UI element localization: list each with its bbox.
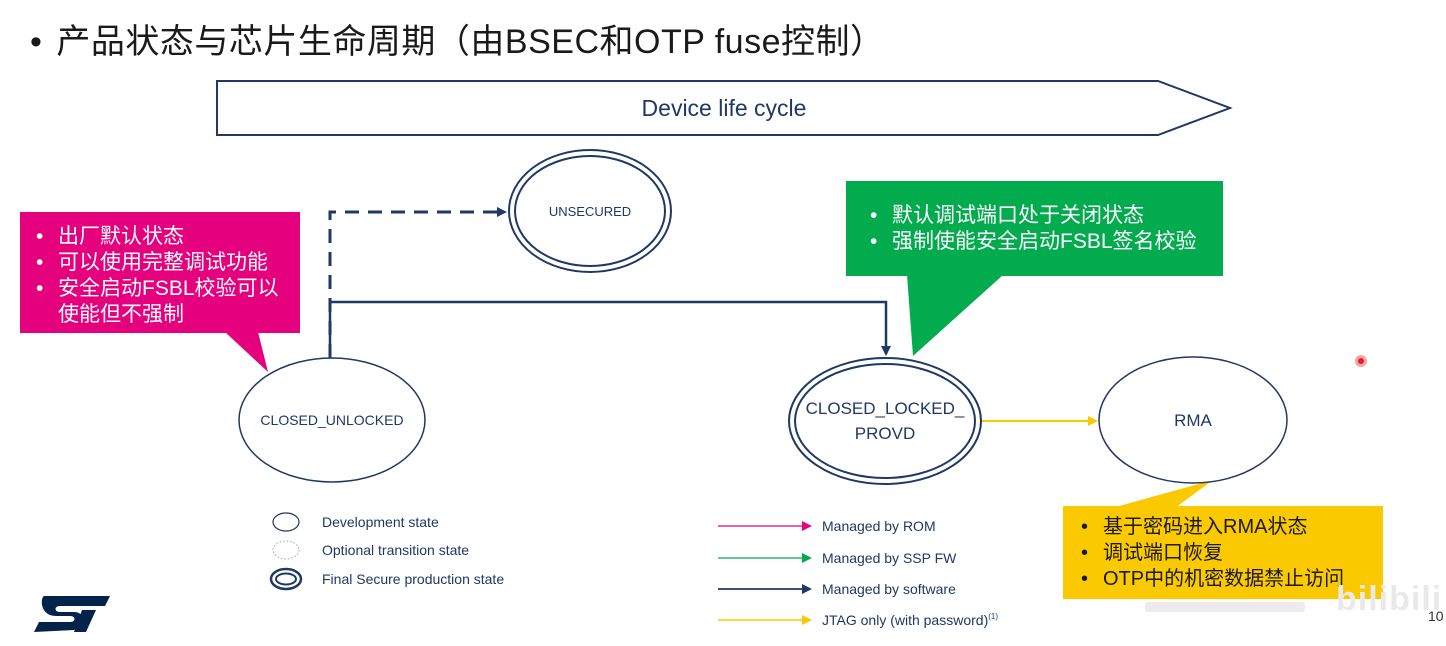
legend-arrow-label: JTAG only (with password)(1)	[822, 612, 998, 628]
legend-arrows: Managed by ROM Managed by SSP FW Managed…	[718, 518, 998, 628]
callout-rma: 基于密码进入RMA状态 调试端口恢复 OTP中的机密数据禁止访问	[1063, 506, 1383, 599]
legend-double-ellipse-icon	[269, 567, 303, 591]
callout-closed-unlocked: 出厂默认状态 可以使用完整调试功能 安全启动FSBL校验可以使能但不强制	[20, 212, 300, 333]
legend-arrow-jtag-sup: (1)	[988, 612, 998, 621]
callout-bullet: 调试端口恢复	[1071, 540, 1375, 566]
bilibili-watermark: bilibili	[1336, 580, 1443, 618]
callout-bullet: 出厂默认状态	[26, 224, 290, 250]
state-closed-locked-label-line2: PROVD	[855, 424, 915, 443]
title-text: 产品状态与芯片生命周期（由BSEC和OTP fuse控制）	[56, 23, 885, 61]
pink-callout-tail	[225, 332, 268, 372]
watermark-strip	[1145, 602, 1305, 612]
recording-dot-icon	[1355, 355, 1367, 367]
legend-single-ellipse-icon	[272, 512, 300, 532]
legend-state-label: Optional transition state	[322, 542, 469, 558]
slide-title: • 产品状态与芯片生命周期（由BSEC和OTP fuse控制）	[30, 14, 884, 63]
life-cycle-banner-arrow	[216, 80, 1233, 136]
callout-closed-locked: 默认调试端口处于关闭状态 强制使能安全启动FSBL签名校验	[846, 181, 1223, 276]
state-rma: RMA	[1098, 356, 1288, 484]
st-logo-icon	[34, 596, 110, 632]
legend-arrow-jtag-text: JTAG only (with password)	[822, 612, 988, 628]
state-unsecured-label: UNSECURED	[549, 204, 631, 219]
state-closed-locked-label-line1: CLOSED_LOCKED_	[806, 399, 965, 418]
state-unsecured: UNSECURED	[508, 149, 672, 273]
callout-bullet: 默认调试端口处于关闭状态	[860, 203, 1213, 229]
state-closed-unlocked: CLOSED_UNLOCKED	[238, 357, 426, 483]
callout-bullet: 基于密码进入RMA状态	[1071, 514, 1375, 540]
legend-arrow-label: Managed by SSP FW	[822, 550, 957, 566]
legend-dotted-ellipse-icon	[272, 540, 300, 560]
legend-states: Development state Optional transition st…	[269, 512, 504, 591]
legend-state-label: Development state	[322, 514, 439, 530]
green-callout-tail	[907, 275, 1003, 356]
legend-arrow-label: Managed by ROM	[822, 518, 936, 534]
transition-to-closed-locked	[328, 300, 891, 358]
transition-dashed-to-unsecured	[328, 207, 507, 358]
yellow-callout-tail	[1112, 480, 1213, 508]
legend-arrow-label: Managed by software	[822, 581, 956, 597]
page-number: 10	[1428, 608, 1444, 624]
life-cycle-banner-label: Device life cycle	[642, 95, 807, 121]
callout-bullet: 安全启动FSBL校验可以使能但不强制	[26, 276, 290, 328]
state-rma-label: RMA	[1174, 411, 1212, 430]
callout-bullet: 可以使用完整调试功能	[26, 250, 290, 276]
title-bullet: •	[30, 23, 43, 61]
callout-bullet: 强制使能安全启动FSBL签名校验	[860, 229, 1213, 255]
callout-bullet: OTP中的机密数据禁止访问	[1071, 566, 1375, 592]
state-closed-locked-provd: CLOSED_LOCKED_ PROVD	[788, 357, 982, 485]
legend-state-label: Final Secure production state	[322, 571, 504, 587]
state-closed-unlocked-label: CLOSED_UNLOCKED	[260, 412, 403, 428]
legend-double-ellipse-inner	[275, 572, 297, 586]
